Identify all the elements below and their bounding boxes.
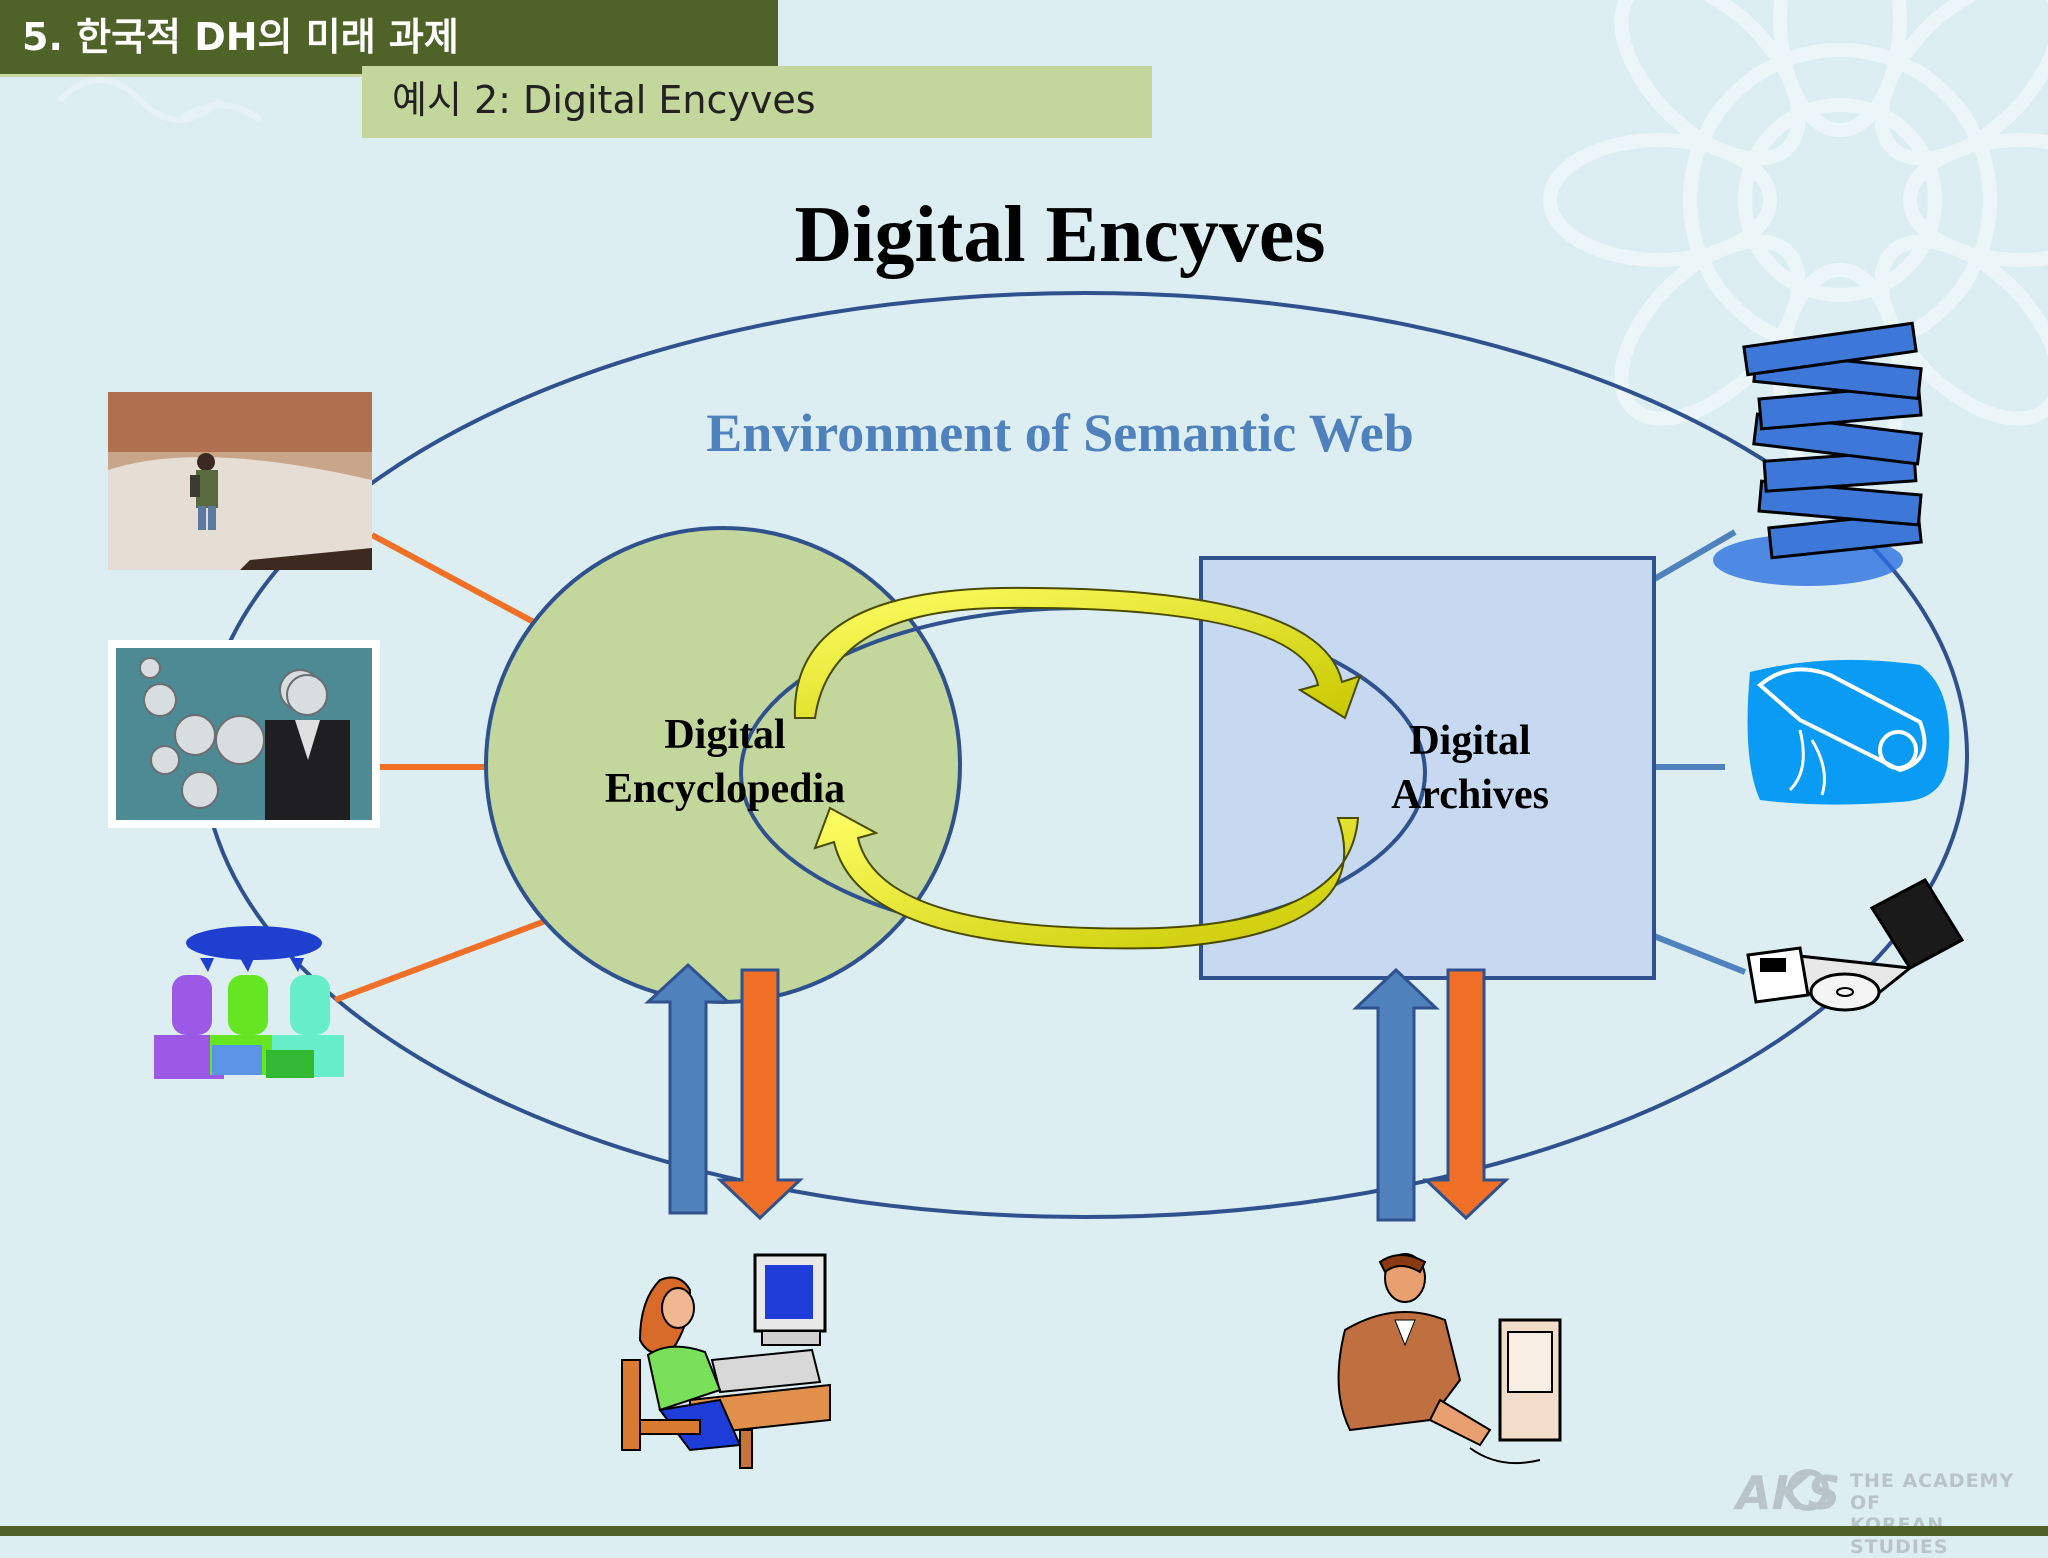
download-arrow-archives bbox=[1422, 968, 1510, 1221]
traveler-photo-icon bbox=[108, 392, 372, 570]
diagram-title: Digital Encyves bbox=[794, 191, 1326, 279]
archives-label-line2: Archives bbox=[1391, 772, 1549, 818]
encyclopedia-label: Digital Encyclopedia bbox=[560, 708, 890, 816]
section-title: 5. 한국적 DH의 미래 과제 bbox=[0, 0, 778, 74]
academy-logo-text: THE ACADEMY OF KOREAN STUDIES bbox=[1850, 1470, 2040, 1558]
curved-arrow-to-archives bbox=[793, 586, 1362, 720]
academy-logo-icon bbox=[1787, 1469, 1829, 1511]
encyclopedia-label-line1: Digital bbox=[664, 712, 786, 758]
book-stack-icon bbox=[1713, 321, 1923, 586]
upload-arrow-archives bbox=[1352, 967, 1440, 1222]
curved-arrow-to-encyclopedia bbox=[813, 806, 1360, 950]
laptop-disc-icon bbox=[1746, 878, 1965, 1012]
environment-label: Environment of Semantic Web bbox=[706, 403, 1414, 463]
footer-bar bbox=[0, 1526, 2048, 1536]
academy-logo-line2: KOREAN STUDIES bbox=[1850, 1514, 1949, 1558]
archives-label: Digital Archives bbox=[1340, 714, 1600, 822]
scroll-icon bbox=[1747, 659, 1950, 805]
user-group-icon bbox=[154, 926, 344, 1079]
alarm-clocks-photo-icon bbox=[108, 640, 380, 828]
academy-logo-line1: THE ACADEMY OF bbox=[1850, 1470, 2015, 1514]
encyclopedia-label-line2: Encyclopedia bbox=[604, 766, 846, 812]
example-title: 예시 2: Digital Encyves bbox=[362, 66, 1152, 138]
upload-arrow-encyclopedia bbox=[644, 962, 732, 1215]
academy-logo-mark: AKS bbox=[1736, 1466, 1841, 1520]
woman-at-computer-icon bbox=[621, 1253, 831, 1469]
download-arrow-encyclopedia bbox=[716, 968, 804, 1221]
archives-label-line1: Digital bbox=[1409, 718, 1531, 764]
man-at-computer-icon bbox=[1337, 1253, 1562, 1465]
